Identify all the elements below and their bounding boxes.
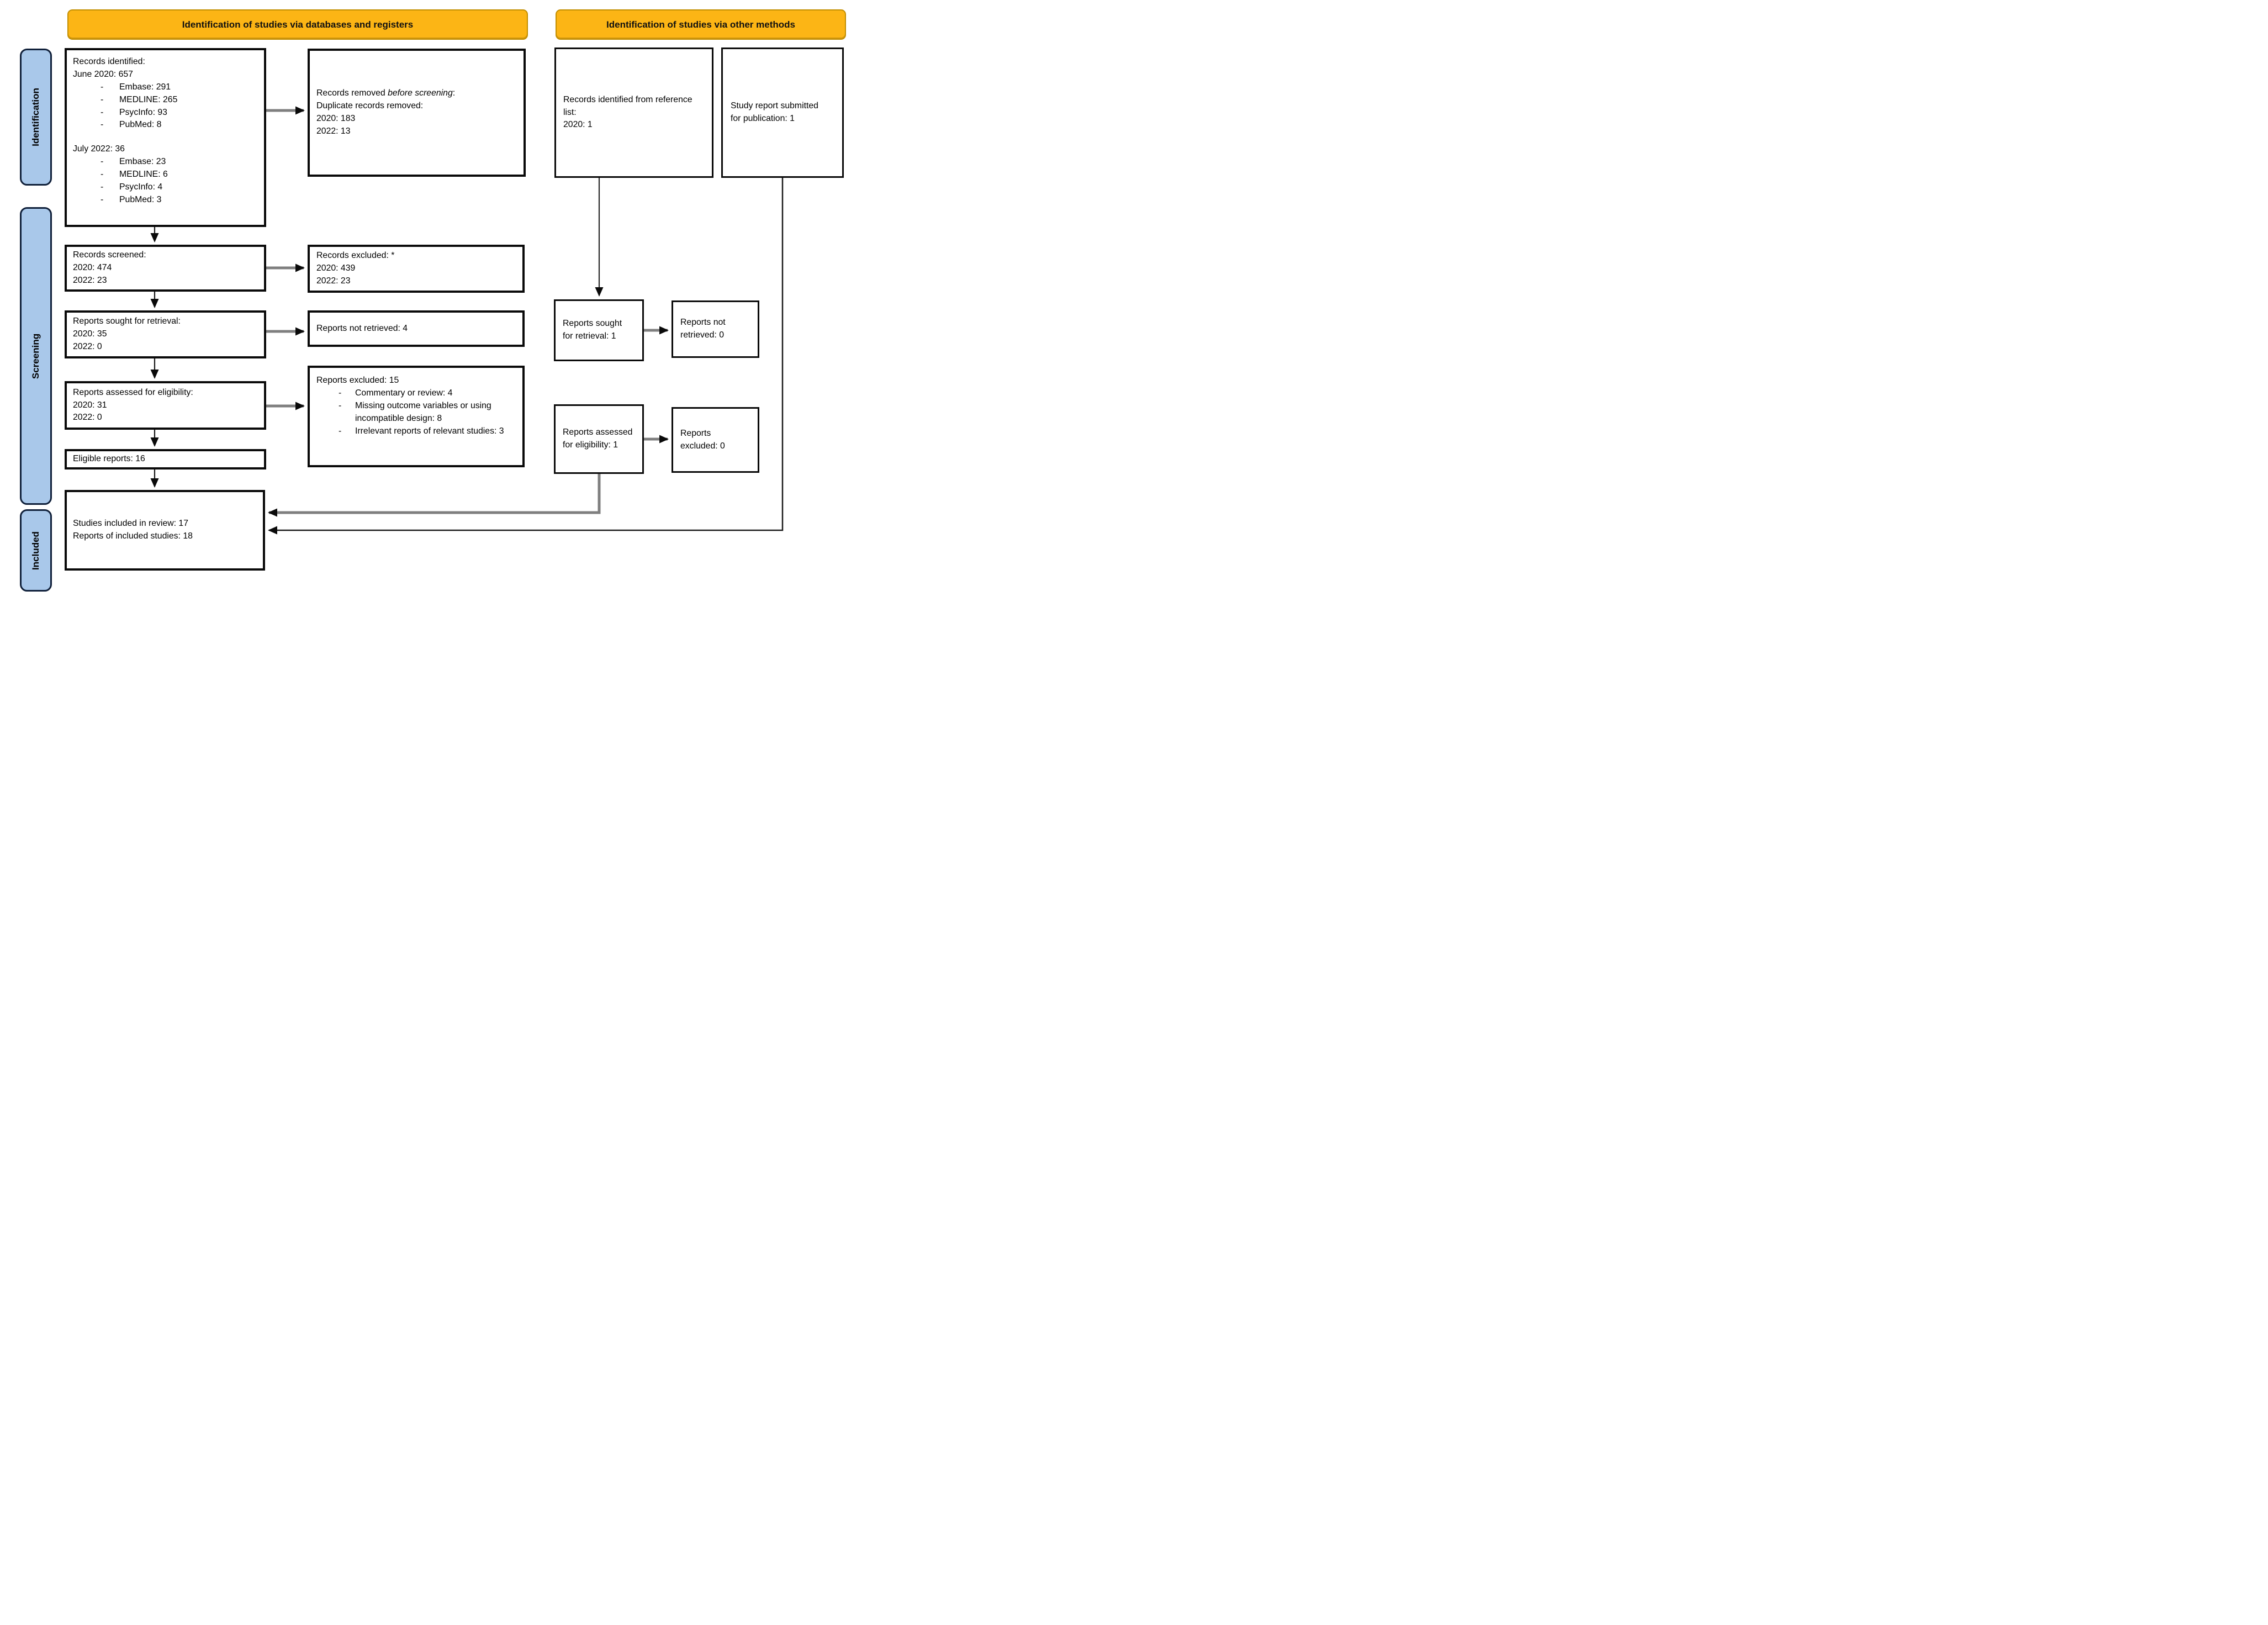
box-reports-sought: Reports sought for retrieval: 2020: 35 2… (65, 310, 266, 358)
box-ref-list: Records identified from reference list: … (554, 48, 713, 178)
box-other-reports-sought: Reports sought for retrieval: 1 (554, 299, 644, 361)
box-records-identified: Records identified: June 2020: 657 - Emb… (65, 48, 266, 227)
list-item: - Embase: 23 (101, 157, 166, 167)
stage-identification-label: Identification (30, 88, 41, 146)
box-reports-excluded-reasons: Reports excluded: 15 - Commentary or rev… (308, 366, 525, 467)
box-records-excluded: Records excluded: * 2020: 439 2022: 23 (308, 245, 525, 293)
stage-screening: Screening (20, 207, 52, 505)
box-study-report-submitted: Study report submitted for publication: … (721, 48, 844, 178)
list-item: - PubMed: 8 (101, 120, 162, 130)
records-identified-wave2: July 2022: 36 (73, 144, 125, 154)
list-item: - Embase: 291 (101, 82, 171, 92)
list-item: - MEDLINE: 265 (101, 94, 178, 104)
records-removed-2022: 2022: 13 (316, 126, 351, 136)
box-records-removed: Records removed before screening: Duplic… (308, 49, 526, 177)
list-item: - Irrelevant reports of relevant studies… (339, 426, 504, 436)
box-other-reports-excluded: Reports excluded: 0 (672, 407, 759, 473)
stage-screening-label: Screening (30, 333, 41, 379)
records-removed-title: Records removed before screening: (316, 88, 456, 98)
banner-other-methods: Identification of studies via other meth… (556, 9, 846, 40)
box-studies-included: Studies included in review: 17 Reports o… (65, 490, 265, 571)
list-item: - PsycInfo: 93 (101, 107, 167, 117)
box-eligible-reports: Eligible reports: 16 (65, 449, 266, 469)
stage-included: Included (20, 509, 52, 592)
reports-excluded-title: Reports excluded: 15 (316, 376, 399, 385)
stage-included-label: Included (30, 531, 41, 570)
list-item: - Commentary or review: 4 (339, 388, 453, 398)
arrow-other-assessed-to-included (268, 474, 601, 517)
list-item: - MEDLINE: 6 (101, 170, 168, 180)
records-removed-line2: Duplicate records removed: (316, 101, 424, 111)
list-item: - Missing outcome variables or using inc… (339, 400, 491, 423)
banner-databases-registers: Identification of studies via databases … (67, 9, 528, 40)
records-identified-title: Records identified: (73, 57, 145, 66)
box-reports-not-retrieved: Reports not retrieved: 4 (308, 310, 525, 347)
records-identified-wave1: June 2020: 657 (73, 69, 133, 79)
box-records-screened: Records screened: 2020: 474 2022: 23 (65, 245, 266, 292)
box-other-reports-assessed: Reports assessed for eligibility: 1 (554, 404, 644, 474)
list-item: - PubMed: 3 (101, 194, 162, 204)
box-other-reports-not-retrieved: Reports not retrieved: 0 (672, 300, 759, 358)
stage-identification: Identification (20, 49, 52, 186)
records-removed-2020: 2020: 183 (316, 114, 356, 123)
prisma-flow-diagram: Identification of studies via databases … (0, 0, 853, 611)
box-reports-assessed: Reports assessed for eligibility: 2020: … (65, 381, 266, 430)
list-item: - PsycInfo: 4 (101, 182, 163, 192)
